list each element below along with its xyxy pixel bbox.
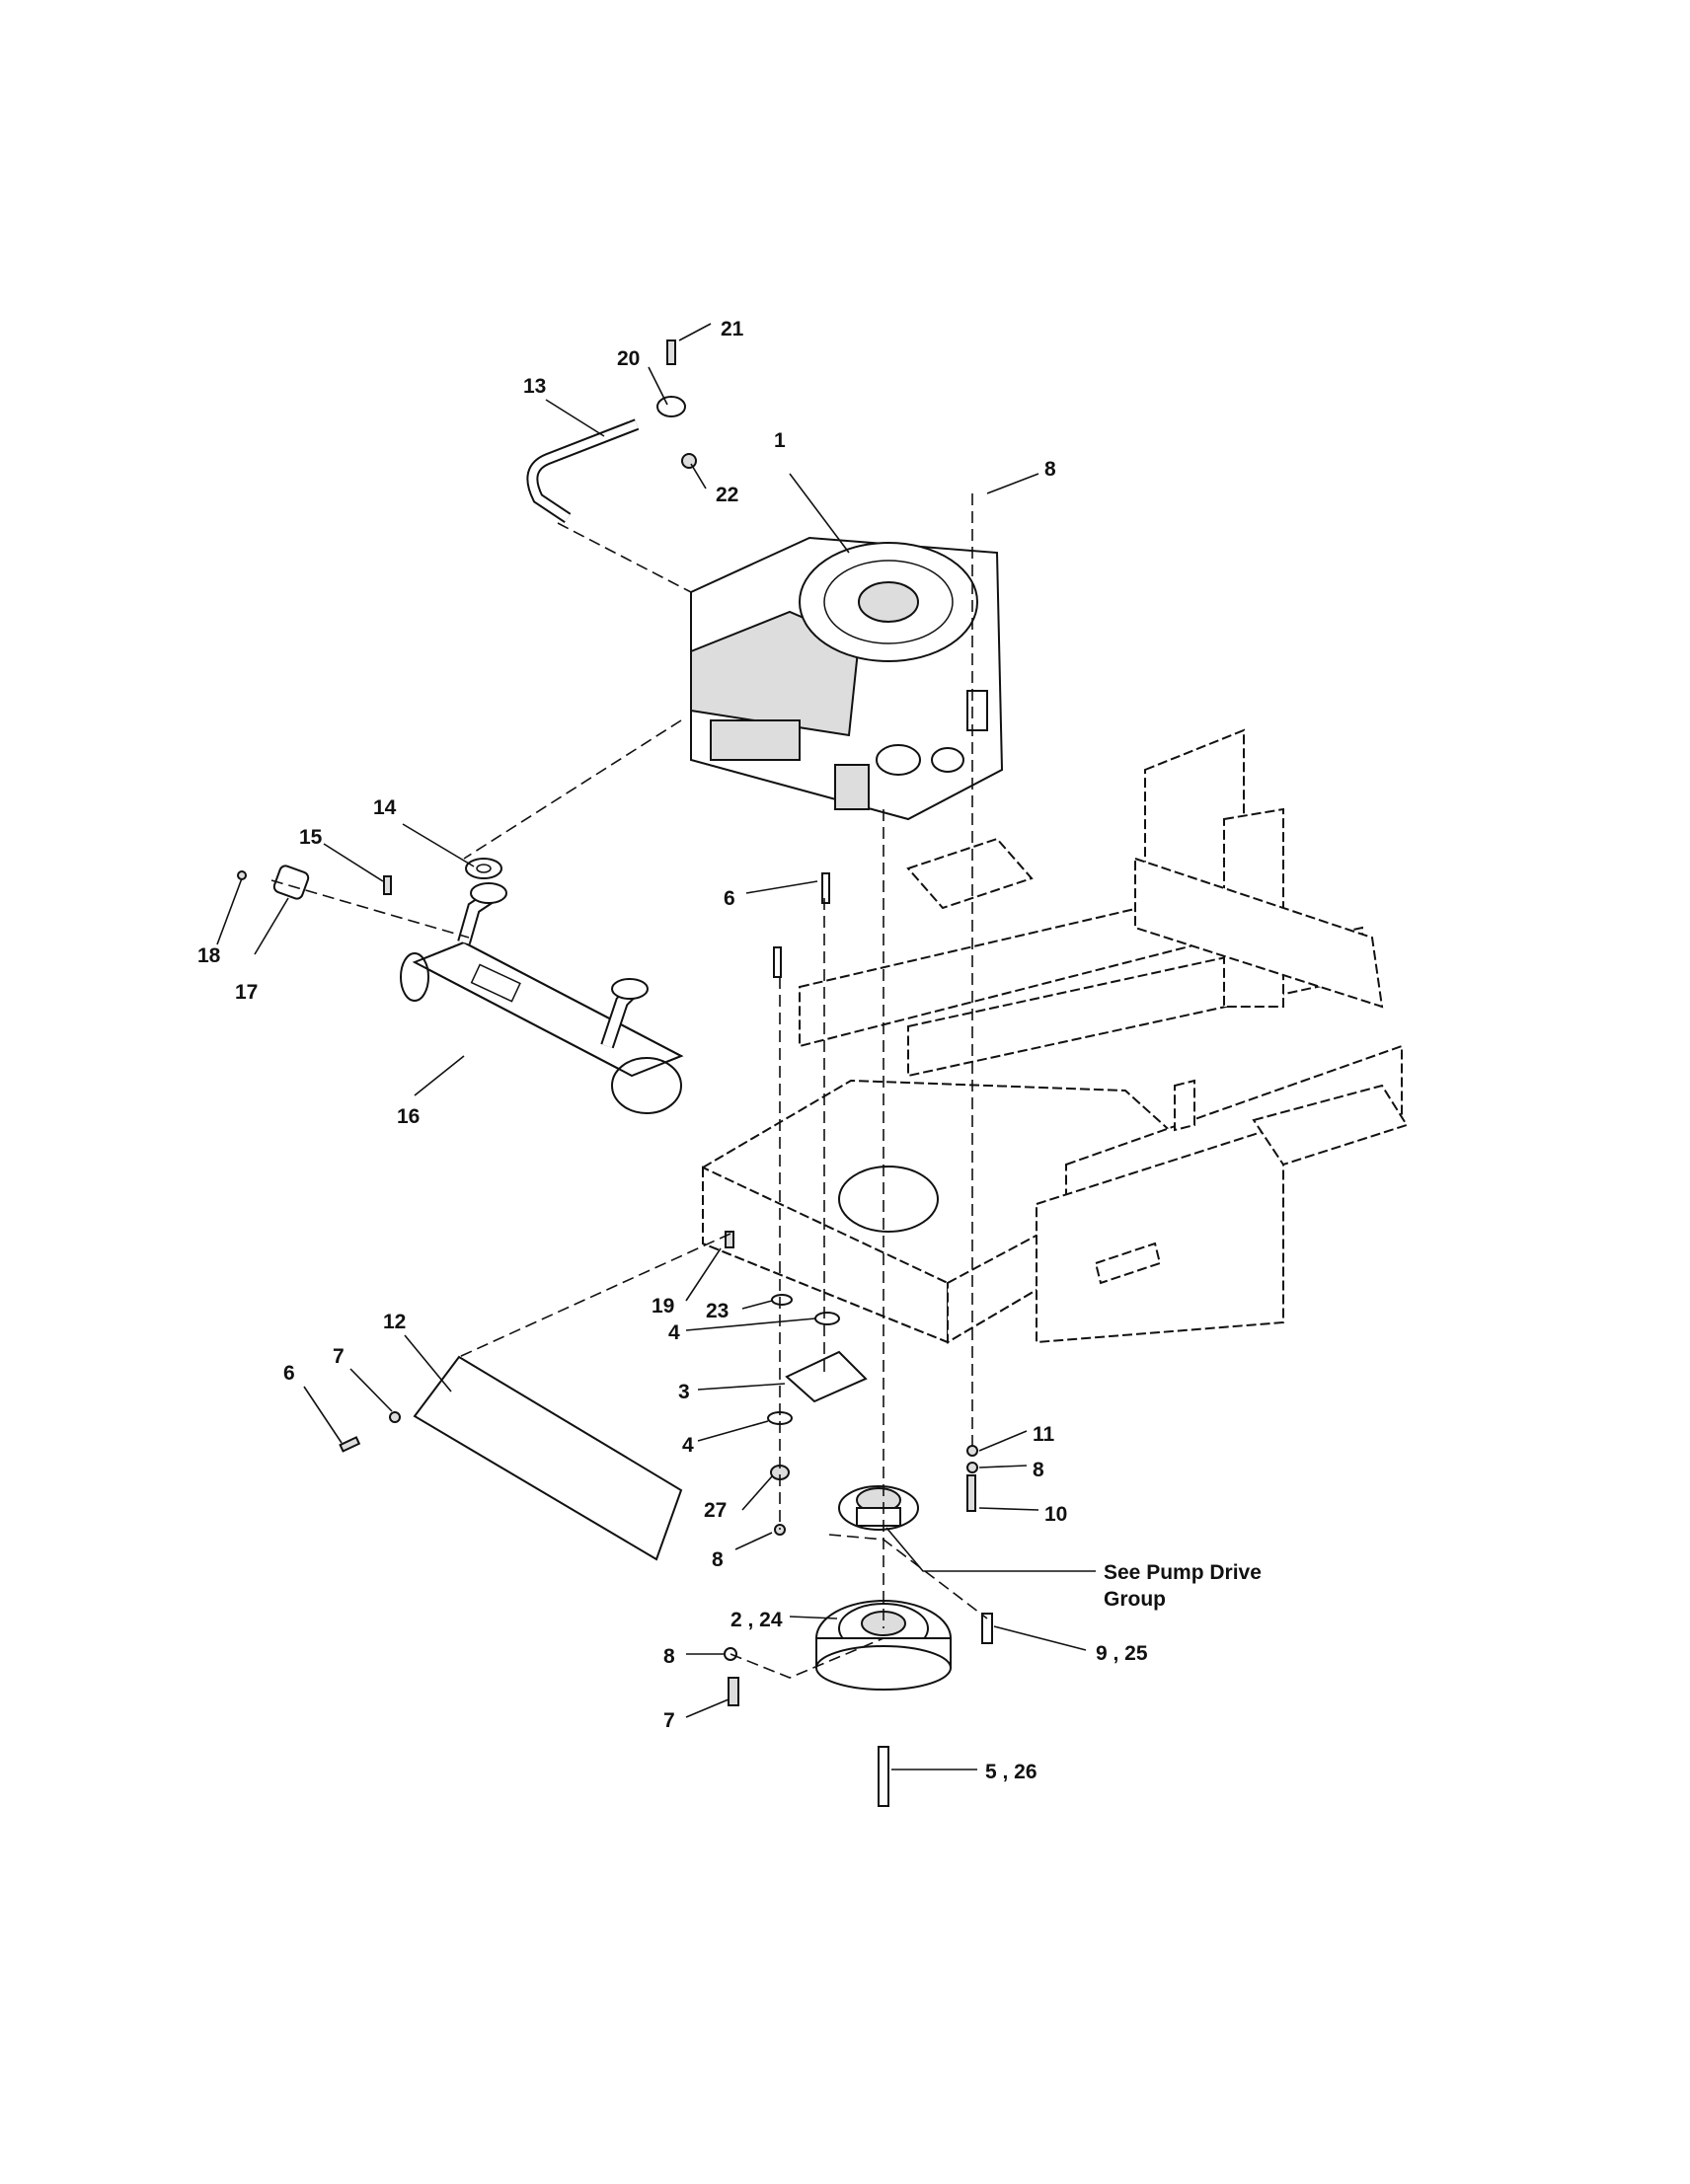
callout-6-top: 6 (724, 887, 735, 910)
pump-drive-note-line1: See Pump Drive (1104, 1561, 1262, 1584)
callout-27: 27 (704, 1499, 727, 1522)
callout-2-24: 2 , 24 (730, 1609, 783, 1631)
muffler (400, 941, 684, 1114)
callout-labels: 1 8 21 20 22 13 14 15 18 17 16 6 19 23 4… (197, 318, 1148, 1783)
callout-23: 23 (706, 1300, 729, 1322)
exhaust-gasket (465, 858, 502, 879)
callout-8-right: 8 (1033, 1459, 1044, 1481)
callout-1: 1 (774, 429, 786, 452)
pump-drive-note-line2: Group (1104, 1588, 1166, 1611)
engine (690, 536, 1004, 821)
pump-drive-pulley (838, 1485, 919, 1531)
callout-8: 8 (1044, 458, 1056, 481)
exhaust-pipe-left (457, 882, 507, 944)
spark-arrestor (237, 865, 310, 900)
pump-drive-note: See Pump Drive Group (1104, 1561, 1262, 1611)
callout-15: 15 (299, 826, 323, 849)
callout-19: 19 (652, 1295, 674, 1318)
callout-10: 10 (1044, 1503, 1067, 1526)
callout-9-25: 9 , 25 (1096, 1642, 1148, 1665)
callout-6-left: 6 (283, 1362, 295, 1385)
callout-18: 18 (197, 944, 221, 967)
hose-clamp (656, 339, 697, 469)
callout-21: 21 (721, 318, 744, 340)
leader-lines (216, 323, 1096, 1770)
callout-7-bottom: 7 (663, 1709, 675, 1732)
callout-8-bottom: 8 (663, 1645, 675, 1668)
exhaust-pipe-right (600, 978, 649, 1049)
callout-13: 13 (523, 375, 546, 398)
callout-5-26: 5 , 26 (985, 1761, 1037, 1783)
pto-clutch (724, 1600, 993, 1807)
heat-shield (339, 1355, 683, 1561)
callout-4-lower: 4 (682, 1434, 694, 1457)
callout-3: 3 (678, 1381, 690, 1403)
assembly-lines (270, 493, 988, 1679)
callout-22: 22 (716, 484, 738, 506)
callout-11: 11 (1033, 1423, 1055, 1446)
callout-7-left: 7 (333, 1345, 345, 1368)
callout-17: 17 (235, 981, 258, 1004)
callout-4-upper: 4 (668, 1321, 680, 1344)
callout-14: 14 (373, 796, 397, 819)
callout-20: 20 (617, 347, 640, 370)
exhaust-bolt (383, 875, 392, 895)
fuel-line (526, 418, 640, 523)
callout-12: 12 (383, 1311, 406, 1333)
callout-16: 16 (397, 1105, 420, 1128)
callout-8-mid: 8 (712, 1548, 724, 1571)
chassis-frame (702, 728, 1409, 1344)
